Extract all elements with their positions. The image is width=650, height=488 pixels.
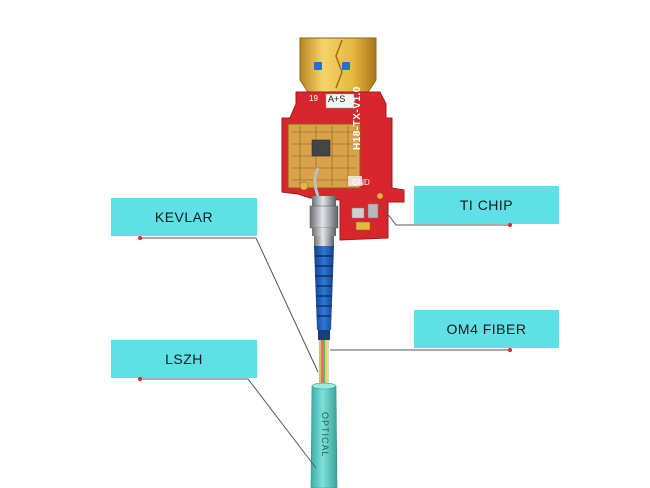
- hdmi-plug-icon: [299, 37, 377, 93]
- board-pin-number: 19: [309, 94, 318, 103]
- lszh-callout: LSZH: [111, 340, 257, 378]
- cable-print-text: OPTICAL: [320, 412, 330, 458]
- exposed-fibers-icon: [319, 340, 329, 386]
- kevlar-marker: [138, 236, 142, 240]
- lszh-marker: [138, 377, 142, 381]
- om4-fiber-callout: OM4 FIBER: [414, 310, 559, 348]
- board-pin-label: A+S: [328, 94, 346, 104]
- leader-lines: [140, 203, 510, 469]
- kevlar-label: KEVLAR: [154, 209, 214, 225]
- lszh-label: LSZH: [165, 351, 203, 367]
- om4-fiber-label: OM4 FIBER: [446, 321, 527, 337]
- cable-jacket-icon: [310, 382, 338, 488]
- ferrule-icon: [309, 196, 339, 248]
- strain-relief-icon: [314, 246, 334, 340]
- pcb-board-icon: [281, 91, 405, 241]
- om4-fiber-marker: [508, 348, 512, 352]
- board-gnd-text: GND: [352, 178, 370, 187]
- ti-chip-marker: [508, 223, 512, 227]
- ti-chip-callout: TI CHIP: [414, 186, 559, 224]
- board-model-text: H18-TX-V1.0: [352, 86, 363, 150]
- ti-chip-label: TI CHIP: [459, 197, 514, 213]
- kevlar-callout: KEVLAR: [111, 198, 257, 236]
